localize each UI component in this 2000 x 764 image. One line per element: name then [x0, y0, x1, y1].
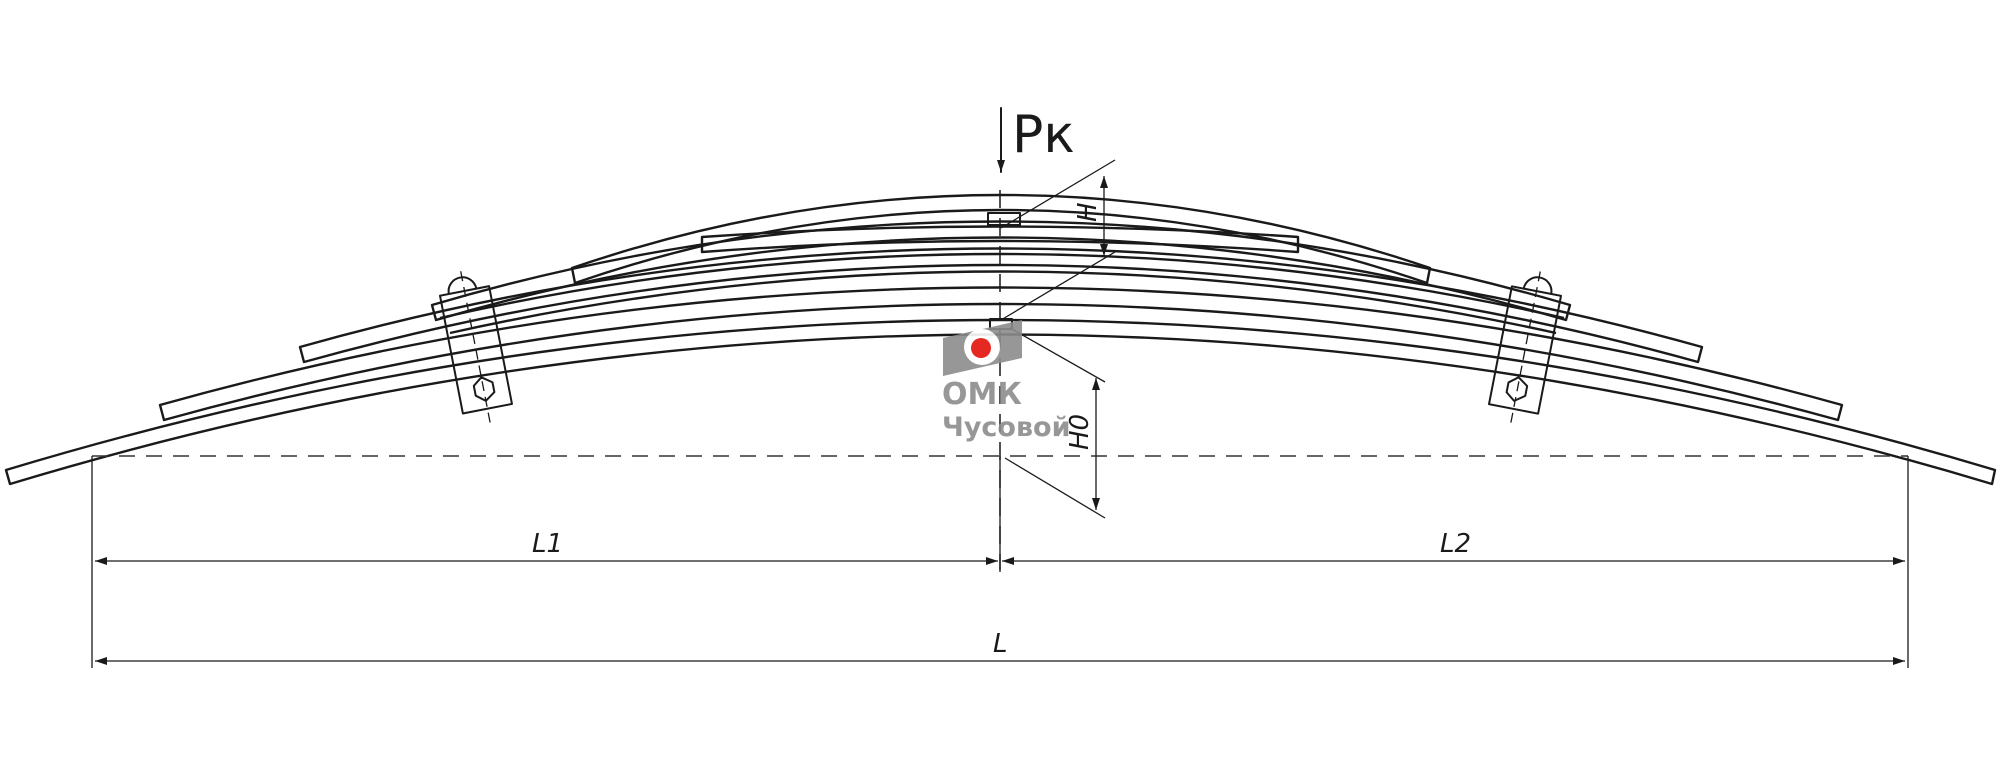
- logo-site: Чусовой: [942, 412, 1071, 443]
- logo-brand: ОМК: [942, 377, 1022, 412]
- leaf-6: [700, 225, 1300, 254]
- omk-logo: ОМК Чусовой: [942, 320, 1071, 443]
- l-label: L: [993, 629, 1008, 659]
- spring-leaves: [4, 193, 1997, 486]
- dimension-lengths: [91, 456, 1909, 668]
- leaf-3: [298, 247, 1704, 364]
- left-clamp: [438, 271, 513, 429]
- h-label: H: [1073, 202, 1103, 222]
- force-label: Pк: [1012, 105, 1075, 165]
- dimension-h: [1000, 159, 1116, 321]
- h0-label: H0: [1065, 414, 1095, 450]
- dimension-h0: [1004, 327, 1106, 519]
- l1-label: L1: [532, 529, 563, 559]
- leaf-5: [570, 193, 1432, 285]
- main-leaf: [4, 318, 1997, 486]
- l2-label: L2: [1440, 529, 1471, 559]
- leaf-2: [158, 286, 1844, 422]
- right-clamp: [1488, 271, 1562, 429]
